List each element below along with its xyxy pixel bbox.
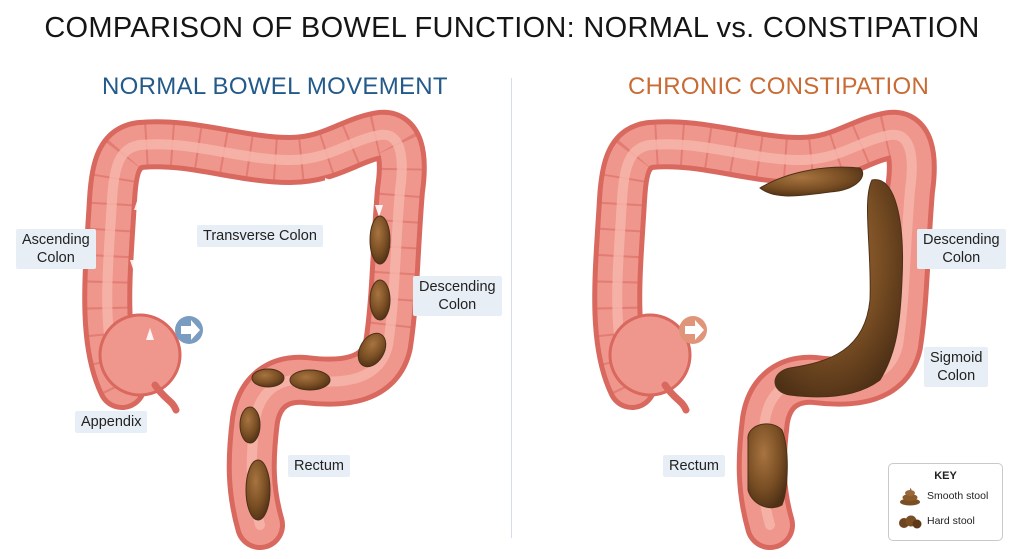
- label-descending-colon-constipation: Descending Colon: [917, 229, 1006, 269]
- panel-divider: [511, 78, 512, 538]
- label-transverse-colon: Transverse Colon: [197, 225, 323, 247]
- label-rectum-normal-text: Rectum: [294, 458, 344, 474]
- label-descending-colon-normal: Descending Colon: [413, 276, 502, 316]
- normal-colon: [82, 109, 427, 550]
- smooth-stool-icon: [900, 488, 920, 506]
- label-rectum-constipation-text: Rectum: [669, 458, 719, 474]
- label-sigmoid-colon-text: Sigmoid Colon: [930, 350, 983, 384]
- legend-key: KEY Smooth stool Hard stool: [888, 463, 1003, 541]
- label-rectum-constipation: Rectum: [663, 455, 725, 477]
- key-hard-label: Hard stool: [927, 515, 975, 527]
- key-title: KEY: [934, 470, 957, 482]
- label-ascending-colon: Ascending Colon: [16, 229, 96, 269]
- label-descending-colon-constipation-text: Descending Colon: [923, 232, 1000, 266]
- key-row-smooth: Smooth stool: [897, 486, 988, 506]
- label-descending-colon-normal-text: Descending Colon: [419, 279, 496, 313]
- figure-title: COMPARISON OF BOWEL FUNCTION: NORMAL vs.…: [44, 12, 980, 44]
- key-smooth-label: Smooth stool: [927, 490, 989, 502]
- label-transverse-colon-text: Transverse Colon: [203, 228, 317, 244]
- label-appendix-text: Appendix: [81, 414, 142, 430]
- constipation-panel-title: CHRONIC CONSTIPATION: [628, 73, 930, 100]
- label-rectum-normal: Rectum: [288, 455, 350, 477]
- label-appendix: Appendix: [75, 411, 148, 433]
- key-row-hard: Hard stool: [897, 511, 975, 531]
- normal-panel-title: NORMAL BOWEL MOVEMENT: [102, 73, 448, 100]
- hard-stool-icon: [899, 515, 922, 529]
- label-ascending-colon-text: Ascending Colon: [22, 232, 90, 266]
- label-sigmoid-colon: Sigmoid Colon: [924, 347, 989, 387]
- constipation-colon: [592, 109, 937, 550]
